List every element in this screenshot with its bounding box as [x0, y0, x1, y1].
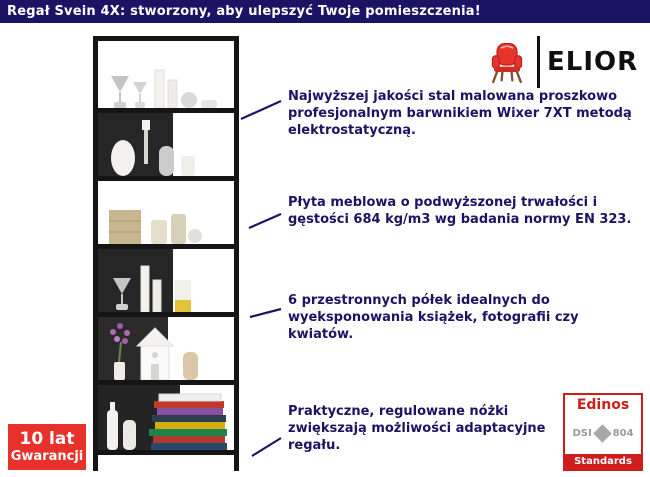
decor-crate-pots: [109, 210, 202, 244]
diamond-icon: [592, 424, 612, 443]
callout-line-4: [251, 437, 282, 457]
warranty-label: Gwarancji: [10, 449, 84, 464]
edinos-middle-row: DSI 804: [572, 424, 634, 443]
shelf-frame: [93, 36, 239, 471]
decor-vases: [111, 120, 195, 176]
edinos-804-label: 804: [612, 428, 634, 439]
feature-text-feet: Praktyczne, regulowane nóżki zwiększają …: [288, 404, 546, 453]
warranty-years: 10 lat: [19, 429, 75, 449]
decor-flowers-house: [110, 323, 198, 381]
edinos-standards-strip: Standards: [565, 454, 641, 469]
callout-line-3: [249, 307, 282, 319]
product-image: [83, 28, 249, 472]
header-title: Regał Svein 4X: stworzony, aby ulepszyć …: [7, 4, 481, 19]
feature-text-board: Płyta meblowa o podwyższonej trwałości i…: [288, 195, 632, 227]
edinos-brand: Edinos: [576, 397, 630, 413]
edinos-dsi-label: DSI: [572, 428, 592, 439]
logo-divider: [537, 36, 540, 88]
header-bar: Regał Svein 4X: stworzony, aby ulepszyć …: [0, 0, 650, 23]
edinos-badge: Edinos DSI 804 Standards: [563, 393, 643, 471]
brand-name: ELIOR: [547, 47, 639, 77]
callout-line-2: [248, 212, 282, 230]
brand-logo: ELIOR: [484, 34, 638, 90]
edinos-standards-label: Standards: [574, 456, 632, 467]
decor-cones-candles-top: [111, 69, 217, 109]
shelf-illustration: [93, 36, 239, 471]
feature-text-steel: Najwyższej jakości stal malowana proszko…: [288, 89, 632, 138]
decor-cones-candles-mid: [113, 265, 191, 313]
armchair-icon: [491, 43, 523, 84]
warranty-badge: 10 lat Gwarancji: [8, 424, 86, 470]
feature-text-shelves: 6 przestronnych półek idealnych do wyeks…: [288, 293, 579, 342]
decor-books-bottles: [107, 393, 227, 450]
